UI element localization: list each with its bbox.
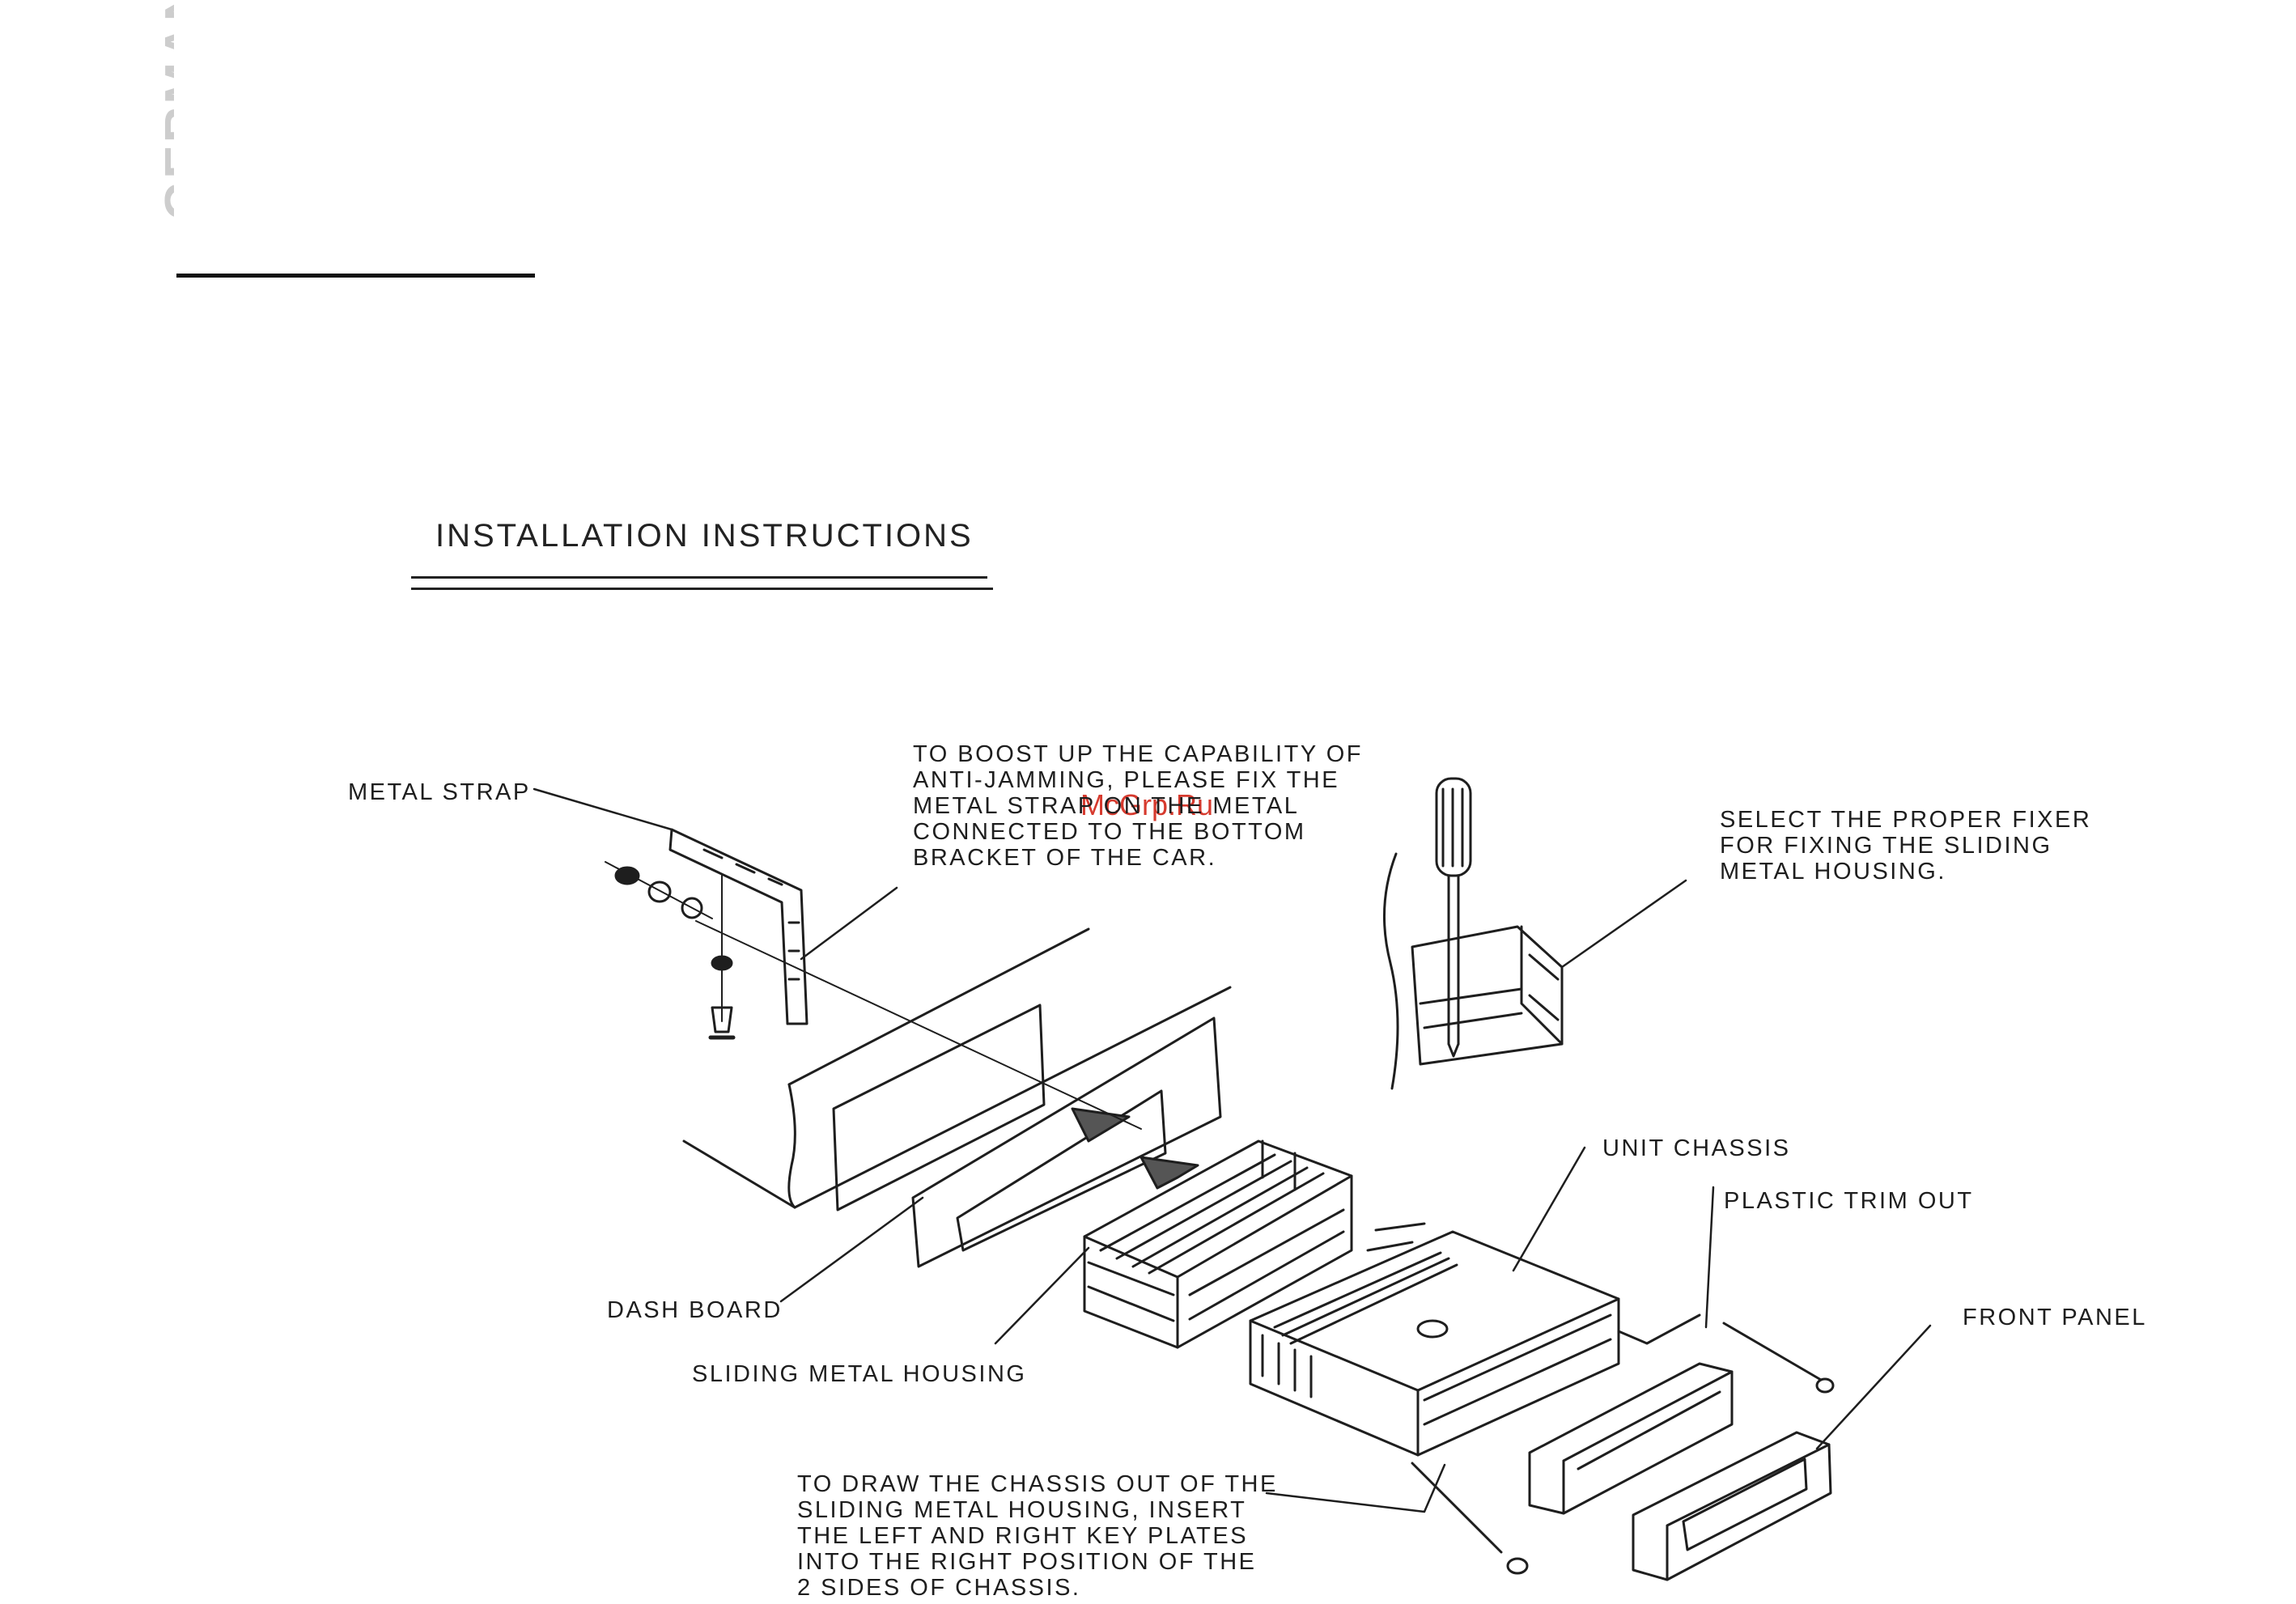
label-sliding-metal-housing: SLIDING METAL HOUSING — [692, 1361, 1027, 1387]
anti-jamming-line: TO BOOST UP THE CAPABILITY OF — [913, 741, 1363, 767]
draw-chassis-line: SLIDING METAL HOUSING, INSERT — [797, 1497, 1247, 1523]
anti-jamming-line: METAL STRAP ON THE METAL — [913, 793, 1300, 819]
anti-jamming-line: ANTI-JAMMING, PLEASE FIX THE — [913, 767, 1340, 793]
dash-board — [682, 927, 1232, 1211]
screwdriver-detail — [1382, 777, 1564, 1090]
front-panel-drawing — [1632, 1431, 1832, 1581]
plastic-trim-drawing — [1528, 1362, 1734, 1515]
fixer-line: SELECT THE PROPER FIXER — [1720, 807, 2092, 833]
header-rule — [176, 274, 535, 278]
draw-chassis-line: INTO THE RIGHT POSITION OF THE — [797, 1549, 1257, 1575]
title-underline-top — [411, 576, 987, 579]
title-underline-bottom — [411, 588, 993, 590]
screw-set — [605, 861, 736, 1040]
anti-jamming-line: CONNECTED TO THE BOTTOM — [913, 819, 1306, 845]
anti-jamming-line: BRACKET OF THE CAR. — [913, 845, 1217, 871]
label-unit-chassis: UNIT CHASSIS — [1602, 1135, 1791, 1161]
fixer-line: FOR FIXING THE SLIDING — [1720, 833, 2052, 859]
leader-lines — [533, 787, 1932, 1513]
fixer-line: METAL HOUSING. — [1720, 859, 1946, 885]
key-plates — [1411, 1322, 1835, 1575]
draw-chassis-line: THE LEFT AND RIGHT KEY PLATES — [797, 1523, 1249, 1549]
trim-frame — [911, 1016, 1222, 1268]
draw-chassis-line: 2 SIDES OF CHASSIS. — [797, 1575, 1081, 1601]
sliding-housing-drawing — [1083, 1139, 1353, 1349]
watermark: McGrp.Ru — [1080, 788, 1214, 821]
section-title: INSTALLATION INSTRUCTIONS — [435, 518, 974, 554]
draw-chassis-line: TO DRAW THE CHASSIS OUT OF THE — [797, 1471, 1278, 1497]
metal-strap — [668, 828, 808, 1025]
label-metal-strap: METAL STRAP — [348, 779, 531, 805]
unit-chassis-drawing — [1249, 1222, 1701, 1457]
label-front-panel: FRONT PANEL — [1963, 1305, 2147, 1330]
label-plastic-trim-out: PLASTIC TRIM OUT — [1724, 1188, 1974, 1214]
insertion-arrows — [695, 920, 1199, 1190]
label-dash-board: DASH BOARD — [607, 1297, 783, 1323]
